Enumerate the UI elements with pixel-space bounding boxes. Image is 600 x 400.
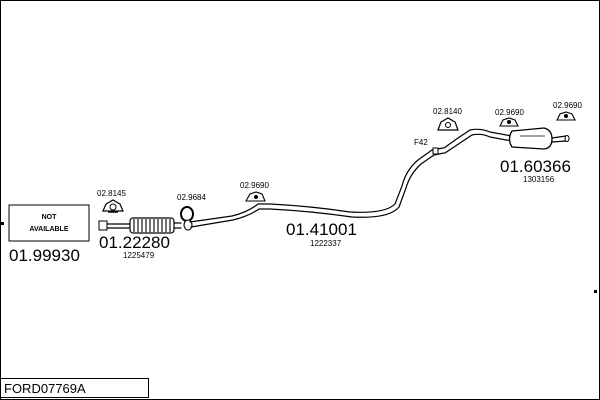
front-pipe-outlet xyxy=(173,222,182,229)
center-pipe-code: 01.41001 xyxy=(286,220,357,239)
mount-02-9690-a-hole xyxy=(254,195,258,199)
mount-02-9690-b-hole xyxy=(507,120,511,124)
rear-silencer-part: 01.60366 1303156 xyxy=(443,127,571,184)
not-available-box xyxy=(8,204,90,242)
gasket-02-9684: 02.9684 xyxy=(177,193,206,222)
gasket-02-9684-code: 02.9684 xyxy=(177,193,206,202)
reference-code: FORD07769A xyxy=(0,378,149,398)
front-pipe-flange xyxy=(98,220,108,231)
not-available-line1: NOT xyxy=(42,214,58,221)
mount-02-8145: 02.8145 xyxy=(97,189,126,213)
rear-inlet-lower xyxy=(444,133,513,154)
rear-tailpipe xyxy=(551,135,567,143)
mount-02-9690-a-code: 02.9690 xyxy=(240,181,269,190)
clamp-f42: F42 xyxy=(414,138,439,155)
mount-02-9690-a: 02.9690 xyxy=(240,181,269,202)
clamp-f42-label: F42 xyxy=(414,138,428,147)
center-pipe-oem: 1222337 xyxy=(310,239,342,248)
front-pipe-oem: 1225479 xyxy=(123,251,155,260)
not-available-part: NOT AVAILABLE 01.99930 xyxy=(8,204,90,265)
center-pipe-upper xyxy=(189,147,444,223)
mount-02-8145-code: 02.8145 xyxy=(97,189,126,198)
mount-02-9690-c-code: 02.9690 xyxy=(553,101,582,110)
front-pipe-part: 01.22280 1225479 xyxy=(98,217,182,260)
rear-inlet-upper xyxy=(443,128,513,149)
flex-section xyxy=(129,217,175,234)
center-pipe-lower xyxy=(190,152,445,228)
mount-02-9690-b: 02.9690 xyxy=(495,108,524,127)
front-pipe-tube xyxy=(106,223,131,229)
rear-silencer-code: 01.60366 xyxy=(500,157,571,176)
gasket-02-9684-ring xyxy=(180,206,194,222)
not-available-line2: AVAILABLE xyxy=(29,226,68,233)
mount-02-8140: 02.8140 xyxy=(433,107,462,131)
left-edge-marker xyxy=(1,222,4,225)
right-edge-marker xyxy=(594,290,597,293)
mount-02-8140-hole xyxy=(445,122,451,128)
mount-02-9690-b-code: 02.9690 xyxy=(495,108,524,117)
front-pipe-code: 01.22280 xyxy=(99,233,170,252)
mount-02-8140-code: 02.8140 xyxy=(433,107,462,116)
flex-section-braid xyxy=(133,219,171,232)
center-pipe-part: 01.41001 1222337 xyxy=(183,147,445,248)
rear-silencer-box xyxy=(508,127,553,150)
clamp-f42-body xyxy=(432,147,439,155)
mount-02-8145-hole xyxy=(109,203,117,211)
rear-tailpipe-end xyxy=(564,135,570,142)
mount-02-9690-c: 02.9690 xyxy=(553,101,582,121)
mount-02-9690-c-hole xyxy=(564,114,568,118)
not-available-code: 01.99930 xyxy=(9,246,80,265)
rear-silencer-oem: 1303156 xyxy=(523,175,555,184)
